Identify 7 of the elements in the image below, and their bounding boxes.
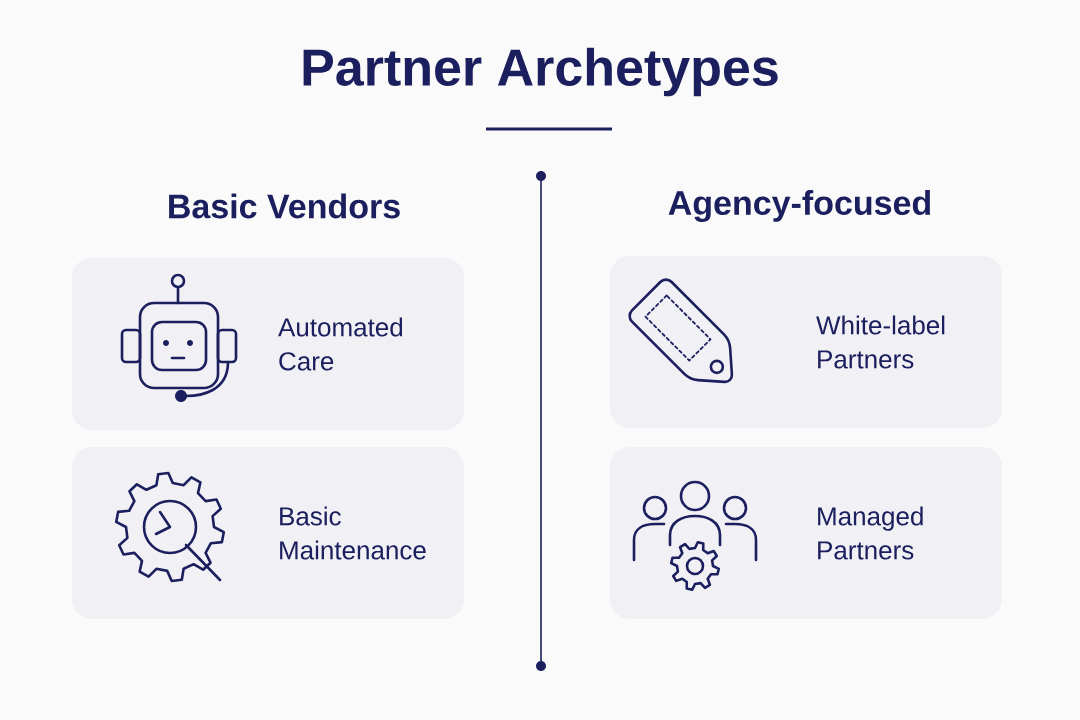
title: Partner Archetypes bbox=[303, 47, 778, 97]
column-heading: Agency-focused bbox=[668, 190, 930, 222]
card: Basic Maintenance bbox=[72, 447, 464, 619]
column-heading: Basic Vendors bbox=[169, 193, 400, 219]
card: Managed Partners bbox=[610, 447, 1002, 619]
card: White-label Partners bbox=[610, 256, 1002, 428]
card: Automated Care bbox=[72, 258, 464, 430]
